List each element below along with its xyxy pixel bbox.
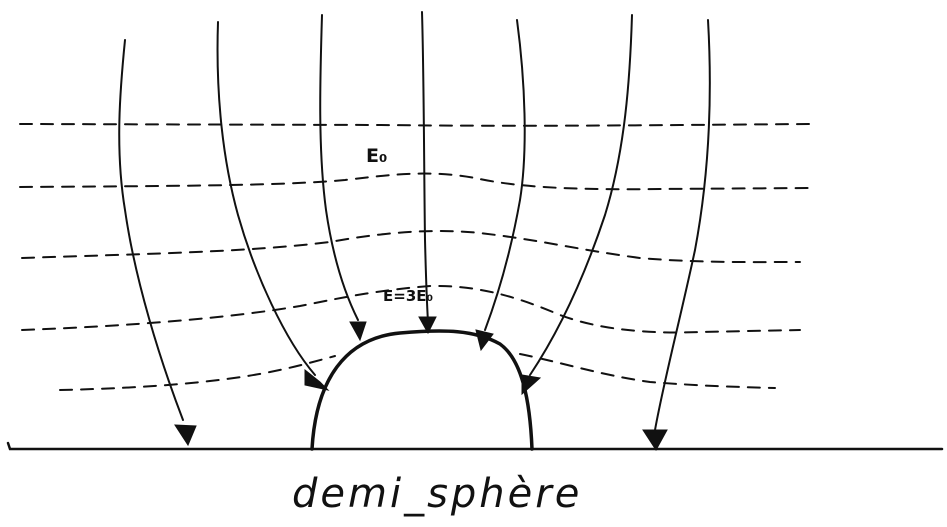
equipotential-line-4 — [21, 284, 801, 334]
hemisphere-outline — [310, 329, 534, 451]
equipotential-line-3 — [21, 230, 801, 264]
equipotential-line-5 — [59, 353, 776, 391]
field-line-3 — [319, 14, 359, 321]
arrowhead-3 — [349, 321, 367, 342]
ground-plane — [6, 441, 944, 451]
equipotential-line-1 — [19, 123, 811, 127]
field-line-6 — [529, 14, 633, 376]
caption: demi_sphère — [292, 471, 582, 517]
label-top-field: E=3E₀ — [383, 287, 433, 305]
equipotential-line-2 — [19, 172, 811, 191]
arrowhead-7 — [642, 429, 668, 451]
arrowhead-1 — [174, 424, 197, 447]
field-line-7 — [654, 19, 711, 431]
field-line-4 — [421, 11, 429, 323]
field-line-2 — [216, 21, 316, 376]
arrowhead-4 — [418, 316, 437, 335]
label-far-field: E₀ — [366, 145, 387, 167]
arrowhead-2 — [304, 368, 330, 391]
field-arrowheads — [174, 316, 668, 451]
field-line-1 — [118, 39, 184, 421]
equipotential-lines — [19, 123, 811, 391]
field-lines — [118, 11, 711, 431]
field-line-5 — [484, 19, 526, 331]
